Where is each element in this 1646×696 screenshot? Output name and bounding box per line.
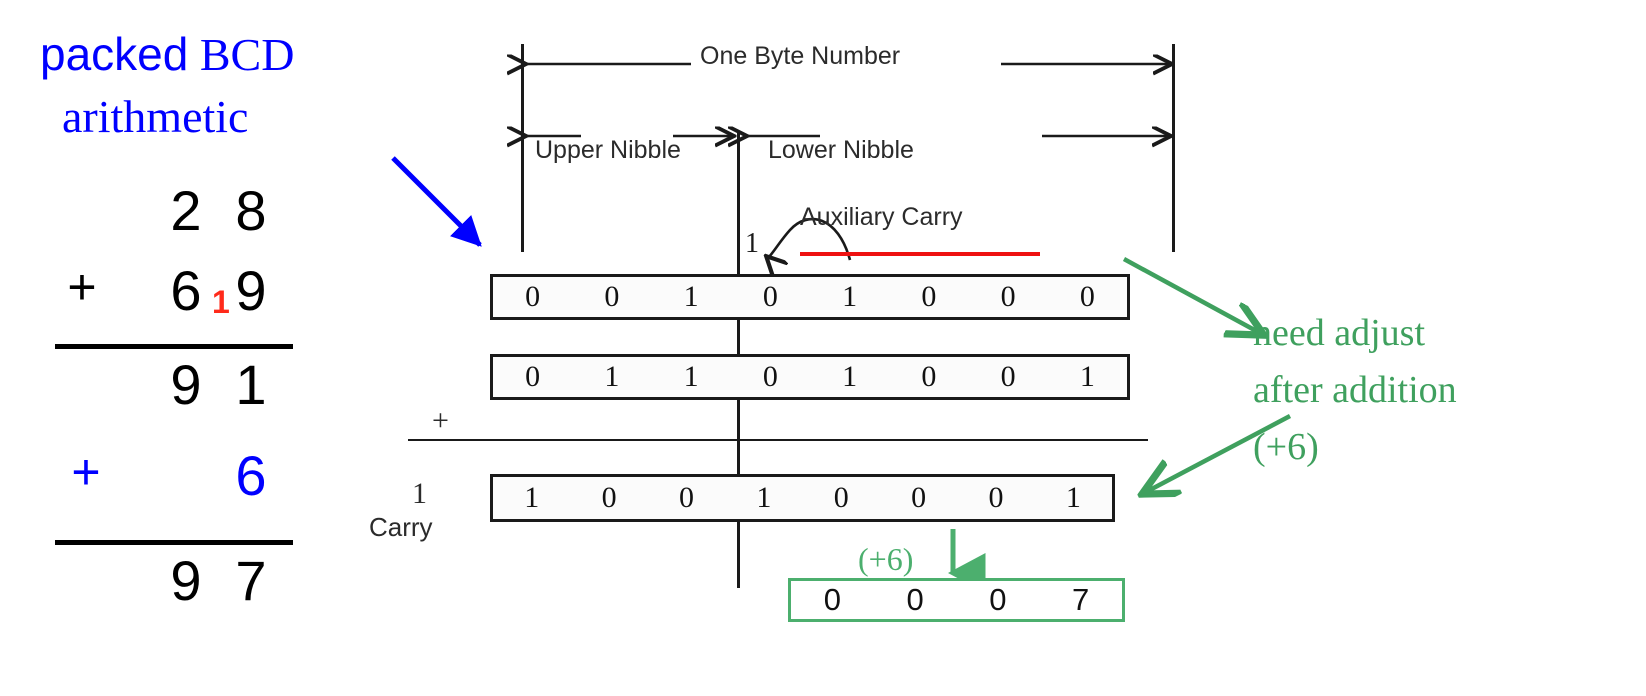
bit-cell: 0 [525,280,541,313]
adjusted-digit: 0 [906,582,924,617]
label-auxiliary-carry: Auxiliary Carry [800,203,963,231]
bit-cell: 0 [1079,280,1095,313]
dec-rule-1 [55,344,293,349]
dec-row5-tens: 9 [170,549,202,612]
bit-row-operand-2: 0 1 1 0 1 0 0 1 [490,354,1130,400]
auxiliary-carry-bit: 1 [745,228,759,259]
page-subtitle: arithmetic [62,91,249,142]
bit-cell: 0 [678,481,694,514]
bit-cell: 0 [911,481,927,514]
bit-cell: 1 [683,280,699,313]
label-lower-nibble: Lower Nibble [768,136,914,164]
label-carry: Carry [369,512,433,542]
annotation-line-1: need adjust [1253,312,1426,354]
dec-row1-ones: 8 [235,179,267,242]
diagram-sum-rule [408,439,1148,441]
annotation-arrow-upper [1122,257,1280,345]
annotation-arrow-lower [1130,414,1292,502]
dec-row3-tens: 9 [170,353,202,416]
dec-rule-2 [55,540,293,545]
bit-cell: 0 [762,280,778,313]
bit-cell: 1 [524,481,540,514]
bit-row-sum: 1 0 0 1 0 0 0 1 [490,474,1115,522]
adjusted-digit: 7 [1072,582,1090,617]
nibble-divider-top [737,132,740,258]
bit-cell: 0 [988,481,1004,514]
adjusted-digit: 0 [823,582,841,617]
blue-pointer-arrow [391,156,482,247]
label-one-byte-number: One Byte Number [700,42,901,70]
auxiliary-carry-hook-arrow [752,217,852,272]
title-word-bcd: BCD [199,29,295,80]
bit-cell: 1 [842,360,858,393]
dec-intermediate-carry: 1 [212,284,230,320]
title-word-packed: packed [40,28,189,80]
adjust-down-arrow [948,529,986,593]
dec-row2-tens: 6 [170,259,202,322]
one-byte-span-arrow [521,44,1175,76]
bit-cell: 1 [1065,481,1081,514]
dec-row3-ones: 1 [235,353,267,416]
annotation-line-3: (+6) [1253,426,1319,468]
byte-left-boundary [521,44,524,252]
bit-cell: 1 [683,360,699,393]
bit-cell: 0 [833,481,849,514]
adjust-note-plus6: (+6) [858,541,914,577]
annotation-line-2: after addition [1253,369,1457,411]
dec-row2-operator: + [67,259,97,315]
bit-cell: 1 [842,280,858,313]
bit-cell: 0 [604,280,620,313]
bit-cell: 1 [756,481,772,514]
bit-cell: 1 [604,360,620,393]
bit-cell: 0 [921,280,937,313]
dec-row2-ones: 9 [235,259,267,322]
page-title: packed BCD [40,30,294,79]
dec-row1-tens: 2 [170,179,202,242]
bit-cell: 0 [1000,360,1016,393]
dec-row5-ones: 7 [235,549,267,612]
diagram-plus-operator: + [432,404,449,437]
carry-out-bit: 1 [412,477,427,510]
bit-cell: 0 [1000,280,1016,313]
bit-cell: 0 [762,360,778,393]
lower-nibble-span-arrow [742,118,1174,150]
bit-row-operand-1: 0 0 1 0 1 0 0 0 [490,274,1130,320]
adjusted-digit: 0 [989,582,1007,617]
dec-row4-ones: 6 [235,444,267,507]
byte-right-boundary [1172,44,1175,252]
auxiliary-carry-underline [800,252,1040,256]
label-upper-nibble: Upper Nibble [535,136,681,164]
nibble-divider-main [737,258,740,588]
bit-cell: 0 [921,360,937,393]
bit-cell: 0 [601,481,617,514]
bit-cell: 1 [1079,360,1095,393]
upper-nibble-span-arrow [521,118,737,150]
bit-cell: 0 [525,360,541,393]
dec-row4-operator: + [71,444,101,500]
adjusted-result-box: 0 0 0 7 [788,578,1125,622]
